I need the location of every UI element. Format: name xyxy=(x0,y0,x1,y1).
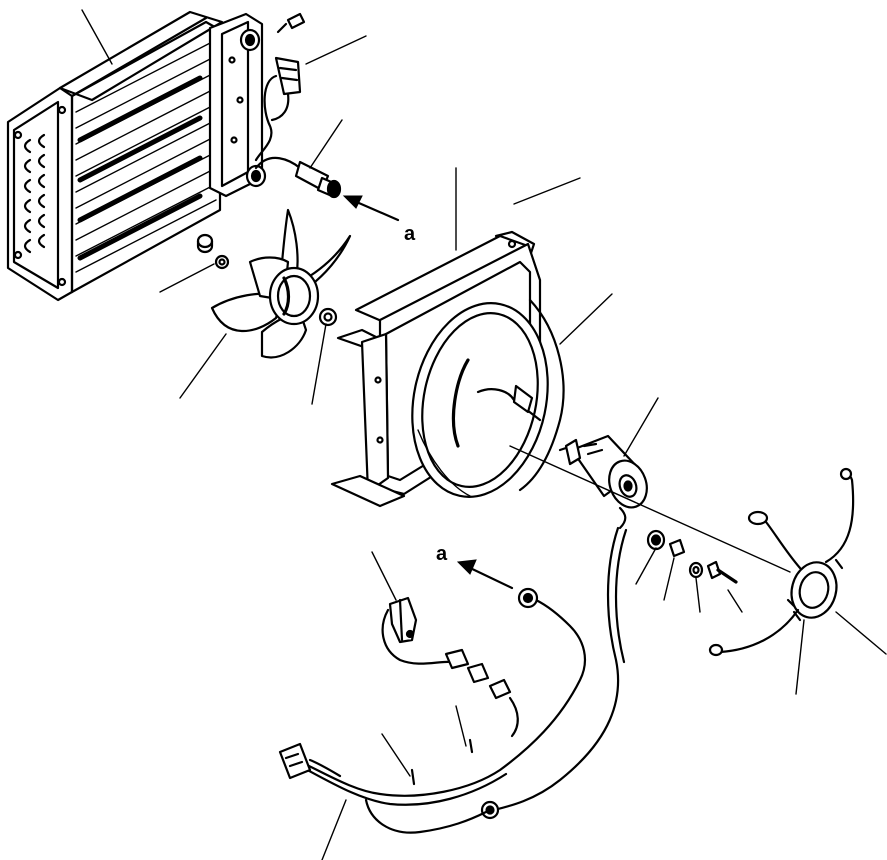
pressure-switch xyxy=(254,56,302,162)
wiring-harness xyxy=(278,526,628,834)
reference-label-a-upper: a xyxy=(404,223,416,245)
reference-label-a-lower: a xyxy=(436,543,448,565)
condenser-core xyxy=(6,10,267,302)
reference-arrow-a-lower: a xyxy=(436,543,514,590)
fan-blade xyxy=(210,208,352,359)
fan-nut xyxy=(196,233,338,327)
leader-lines xyxy=(81,9,887,860)
motor-bracket xyxy=(708,467,855,657)
assembly-axis-line xyxy=(509,445,791,573)
reference-arrow-a-upper: a xyxy=(342,195,416,245)
fan-motor xyxy=(558,434,648,530)
pipe-fitting xyxy=(254,156,342,199)
motor-mount-hardware xyxy=(646,529,738,584)
bolt-top xyxy=(276,12,306,34)
fan-shroud-housing xyxy=(330,230,565,508)
